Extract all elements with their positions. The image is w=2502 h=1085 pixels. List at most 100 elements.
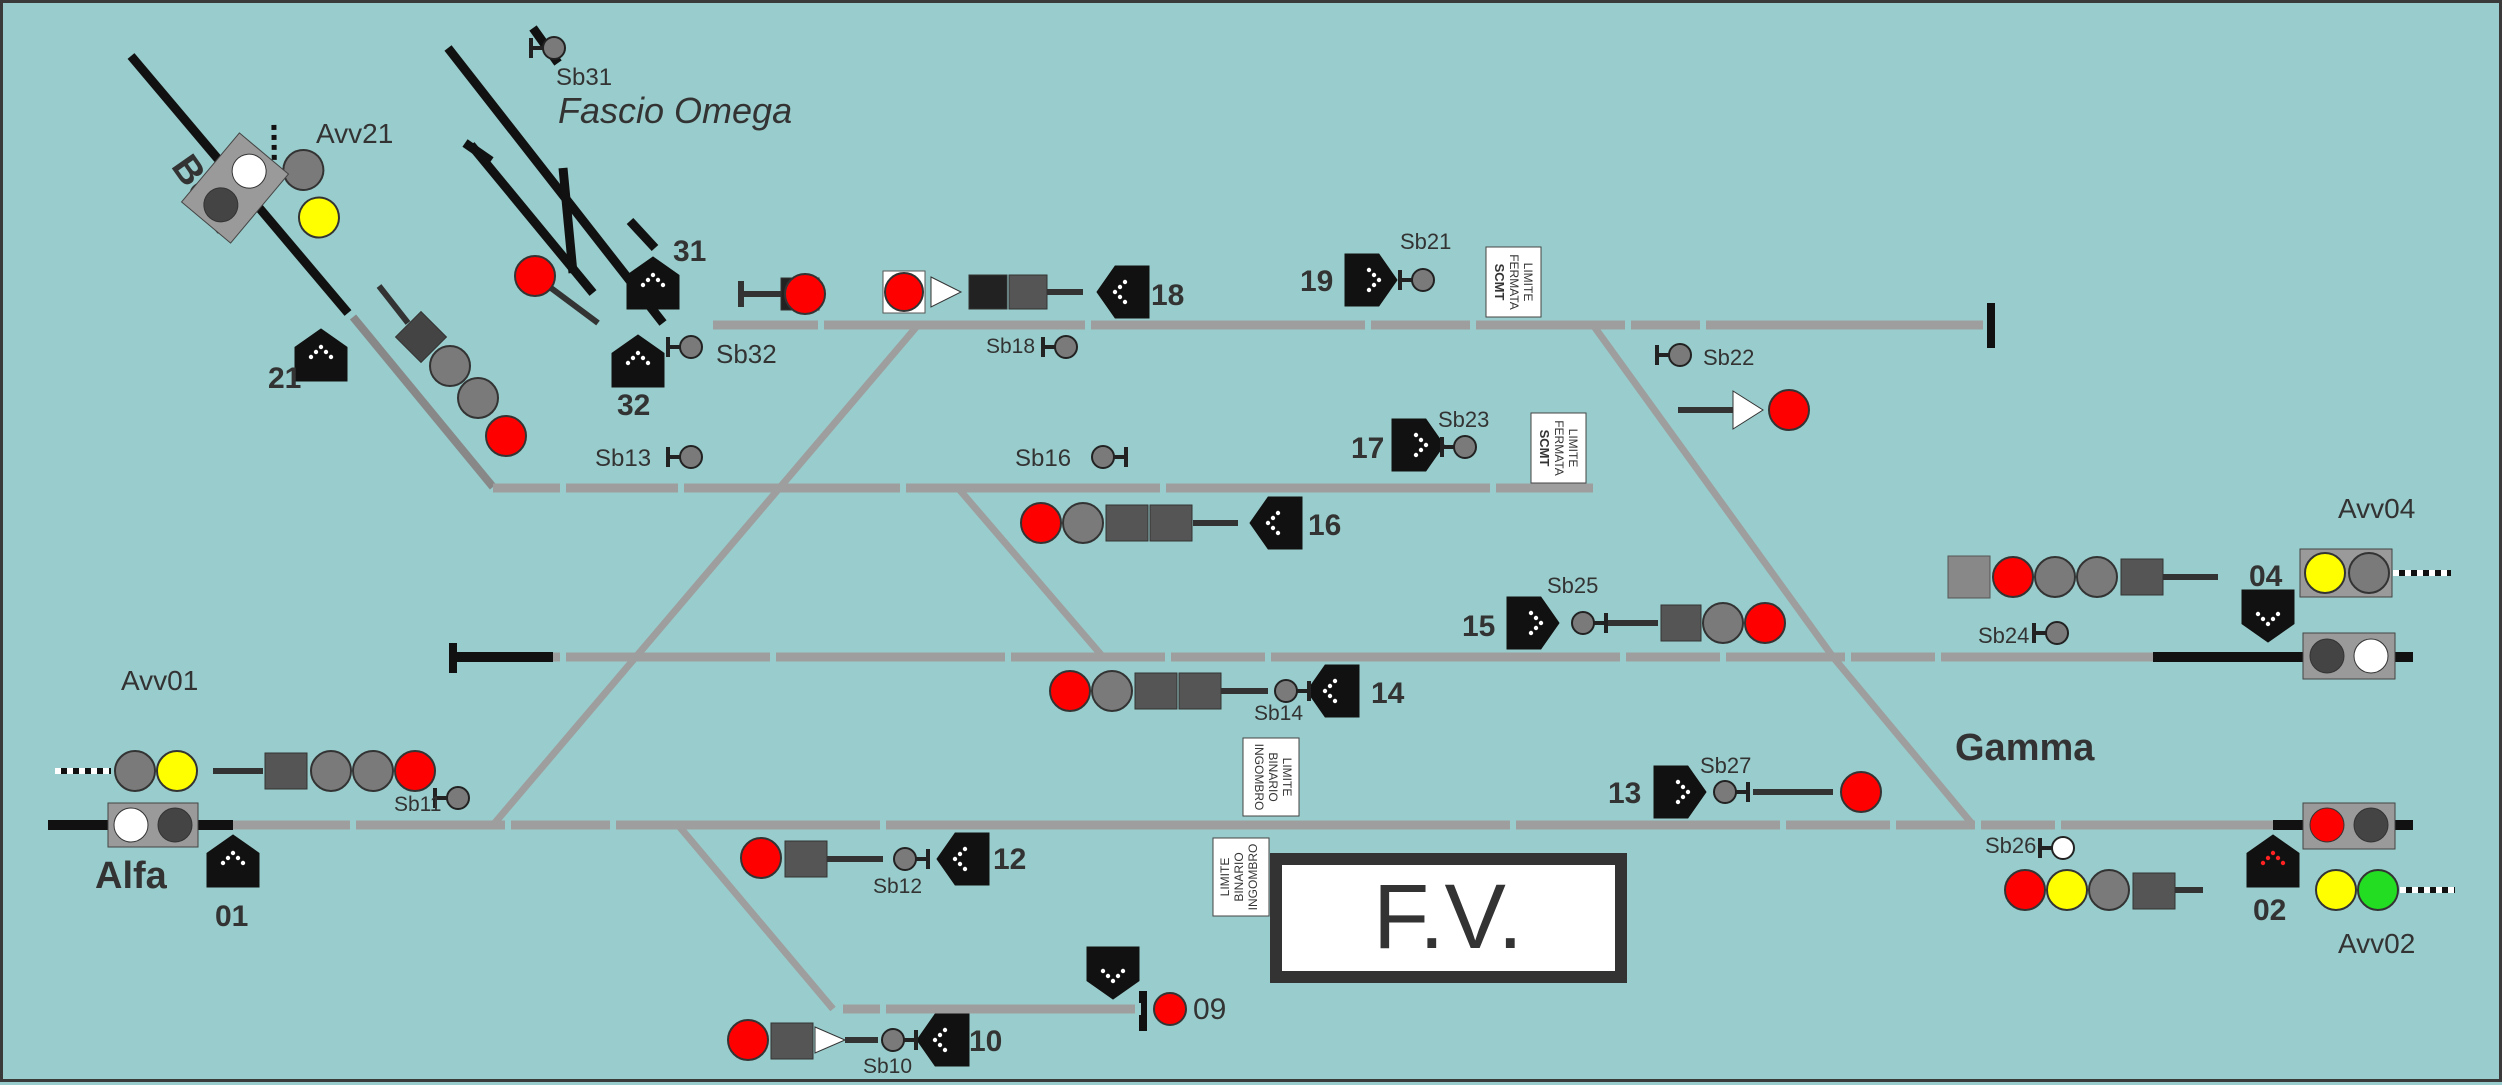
shunting-signal-lamp[interactable]	[1571, 611, 1595, 635]
label-s10: 10	[969, 1025, 1002, 1058]
route-signal-32-red[interactable]	[514, 255, 600, 326]
label-s17: 17	[1351, 432, 1384, 465]
chevron-dot	[655, 277, 661, 283]
signal-head-beta[interactable]	[180, 132, 290, 244]
chevron-dot	[2275, 611, 2281, 617]
chevron-dot	[1538, 620, 1544, 626]
svg-text:LIMITE: LIMITE	[1218, 858, 1232, 897]
route-signal-04-group[interactable]	[1947, 555, 2218, 599]
shunting-signal-lamp[interactable]	[1274, 679, 1298, 703]
chevron-dot	[942, 1027, 948, 1033]
route-signal-12-group[interactable]	[740, 837, 883, 879]
chevron-dot	[625, 360, 631, 366]
route-indicator-chevron[interactable]	[206, 834, 260, 888]
chevron-dot	[957, 851, 963, 857]
shunting-signal-lamp[interactable]	[1453, 435, 1477, 459]
shunting-signal-lamp[interactable]	[1411, 268, 1435, 292]
shunting-signals	[433, 36, 2075, 1052]
shunting-signal-lamp[interactable]	[1054, 335, 1078, 359]
signal-head-gamma-04[interactable]	[2302, 632, 2396, 680]
shunting-signal-lamp[interactable]	[2051, 836, 2075, 860]
route-signal-02-group[interactable]	[2004, 869, 2203, 911]
svg-text:SCMT: SCMT	[1537, 430, 1552, 467]
chevron-dot	[640, 282, 646, 288]
svg-text:SCMT: SCMT	[1492, 264, 1507, 301]
route-indicator-chevron[interactable]	[1096, 265, 1150, 319]
route-indicator-chevron[interactable]	[294, 328, 348, 382]
route-indicator-chevron[interactable]	[1391, 418, 1445, 472]
shunting-signal-lamp[interactable]	[1668, 343, 1692, 367]
label-s12: 12	[993, 843, 1026, 876]
chevron-dot	[1533, 625, 1539, 631]
track-joint	[818, 319, 824, 331]
chevron-dot	[937, 1032, 943, 1038]
route-indicator-chevron[interactable]	[1306, 664, 1360, 718]
shunting-signal-lamp[interactable]	[542, 36, 566, 60]
route-signal-21-group[interactable]	[376, 284, 527, 457]
shunting-signal-lamp[interactable]	[881, 1028, 905, 1052]
chevron-dot	[220, 860, 226, 866]
label-s01: 01	[215, 900, 248, 933]
route-indicator-chevron[interactable]	[1344, 253, 1398, 307]
chevron-dot	[230, 850, 236, 856]
label-sb18: Sb18	[986, 335, 1035, 358]
route-signal-15-group[interactable]	[1608, 602, 1786, 644]
route-indicator-chevron[interactable]	[2241, 589, 2295, 643]
route-indicator-chevron[interactable]	[626, 256, 680, 310]
chevron-dot	[1100, 968, 1106, 974]
chevron-dot	[1371, 272, 1377, 278]
route-signal-01-group[interactable]	[213, 750, 436, 792]
chevron-dot	[2270, 616, 2276, 622]
chevron-dot	[1366, 267, 1372, 273]
shunting-signal-lamp[interactable]	[1091, 445, 1115, 469]
advance-signal-avv01[interactable]	[55, 750, 198, 792]
signal-head-alfa[interactable]	[107, 802, 199, 848]
label-s04: 04	[2249, 560, 2283, 593]
route-indicator-chevron[interactable]	[916, 1013, 970, 1067]
route-signal-31-group[interactable]	[738, 273, 826, 315]
advance-signal-avv21[interactable]	[234, 124, 364, 245]
track-joint	[1510, 819, 1516, 831]
label-s19: 19	[1300, 265, 1333, 298]
shunting-signal-lamp[interactable]	[893, 847, 917, 871]
route-signal-09-group[interactable]	[1153, 992, 1187, 1026]
advance-signal-avv02[interactable]	[2315, 869, 2455, 911]
label-s09: 09	[1193, 993, 1226, 1026]
shunting-signal-lamp[interactable]	[2045, 621, 2069, 645]
svg-text:LIMITE: LIMITE	[1521, 263, 1535, 302]
track-joint	[900, 482, 906, 494]
route-indicator-chevron[interactable]	[2246, 834, 2300, 888]
chevron-dot	[2275, 855, 2281, 861]
advance-signal-avv04[interactable]	[2299, 548, 2451, 598]
shunting-signal-lamp[interactable]	[679, 335, 703, 359]
track-joint	[1620, 651, 1626, 663]
svg-text:LIMITE: LIMITE	[1280, 758, 1294, 797]
route-signal-14-group[interactable]	[1049, 670, 1268, 712]
chevron-dot	[1528, 610, 1534, 616]
shunting-signal-lamp[interactable]	[446, 786, 470, 810]
route-indicator-chevron[interactable]	[936, 832, 990, 886]
route-signal-16-group[interactable]	[1020, 502, 1238, 544]
chevron-dot	[1112, 289, 1118, 295]
shunting-signal-lamp[interactable]	[1713, 780, 1737, 804]
route-indicator-chevron[interactable]	[1506, 596, 1560, 650]
chevron-dot	[962, 866, 968, 872]
direction-fascio-omega: Fascio Omega	[558, 90, 792, 131]
route-signal-13-group[interactable]	[1753, 771, 1882, 813]
route-indicator-chevron[interactable]	[1249, 496, 1303, 550]
label-sb11: Sb11	[394, 793, 442, 816]
route-indicator-chevron[interactable]	[1653, 765, 1707, 819]
label-sb26: Sb26	[1985, 833, 2036, 858]
route-signal-18-group[interactable]	[882, 270, 1083, 314]
limit-sign-fermata-17: LIMITE FERMATA SCMT	[1530, 412, 1587, 484]
chevron-dot	[313, 349, 319, 355]
route-indicator-chevron[interactable]	[1086, 946, 1140, 1000]
route-signal-10-group[interactable]	[727, 1019, 878, 1061]
route-indicator-chevron[interactable]	[611, 334, 665, 388]
chevron-dot	[1366, 287, 1372, 293]
route-signal-17-group[interactable]	[1678, 389, 1810, 431]
shunting-signal-lamp[interactable]	[679, 445, 703, 469]
signal-head-gamma-02[interactable]	[2302, 802, 2396, 850]
label-sb22: Sb22	[1703, 345, 1754, 370]
